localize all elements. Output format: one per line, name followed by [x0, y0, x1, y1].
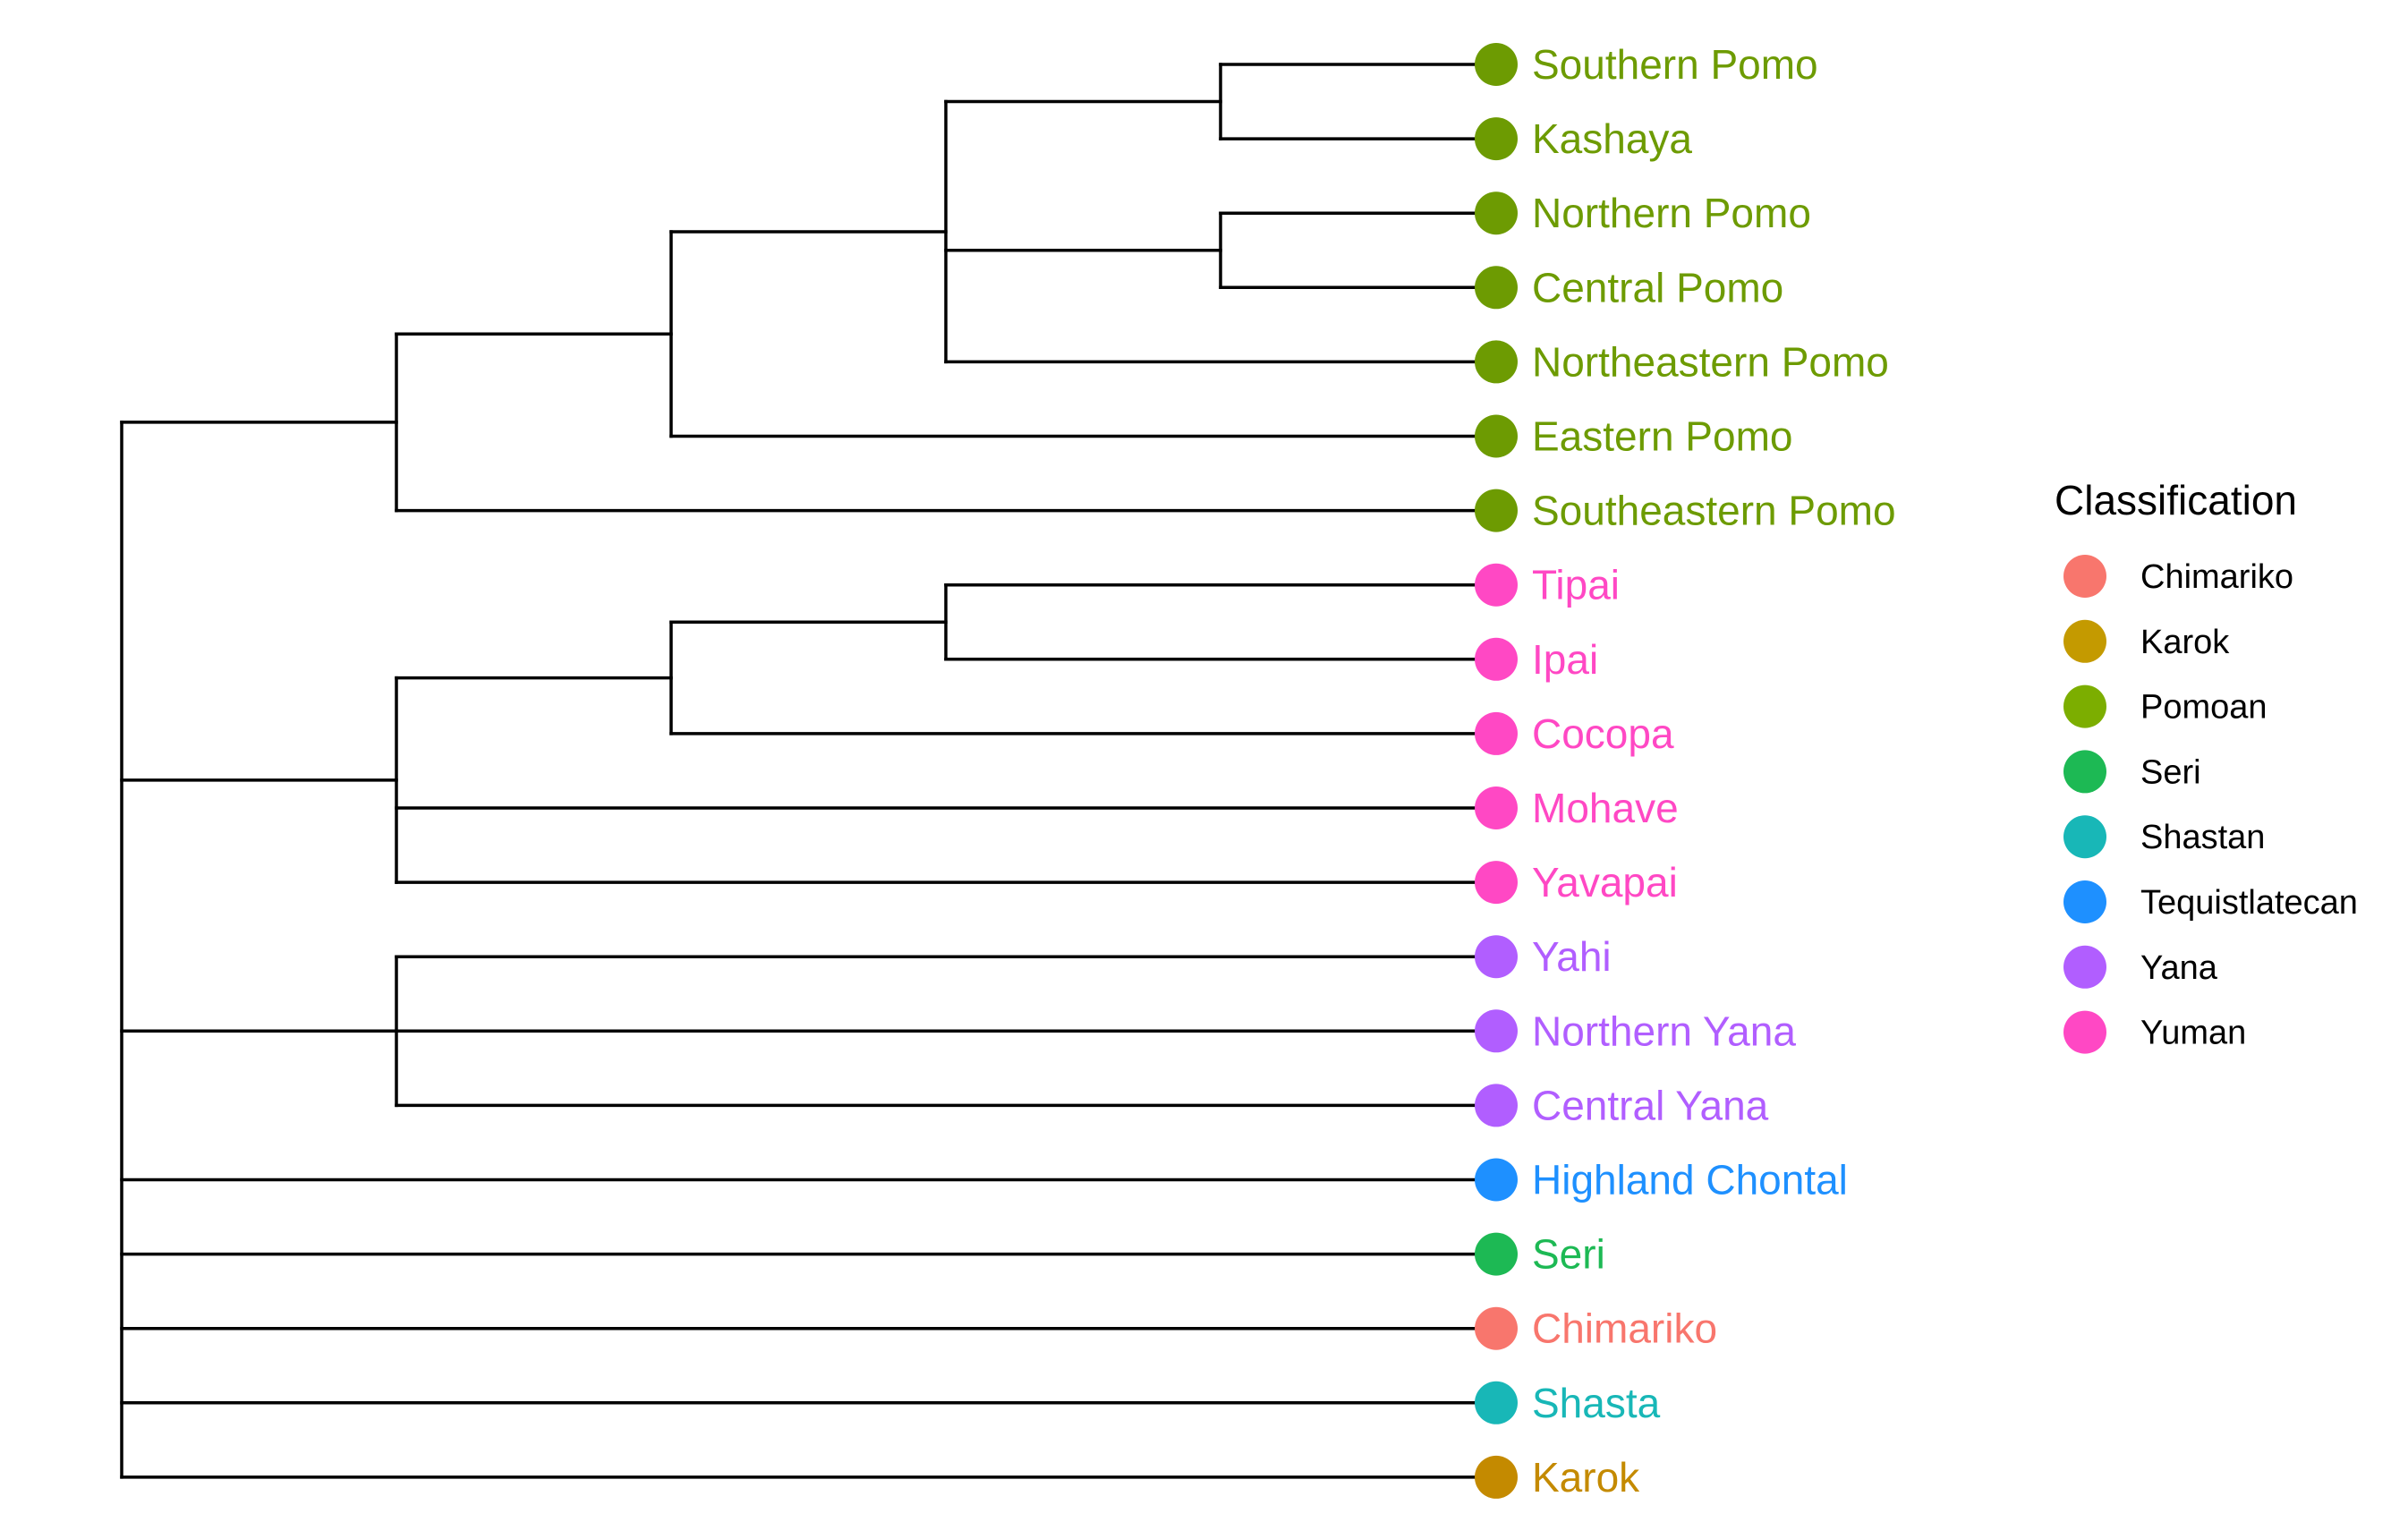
tip-point-yahi	[1475, 935, 1518, 979]
tip-point-highland-chontal	[1475, 1158, 1518, 1202]
tip-point-northern-pomo	[1475, 191, 1518, 235]
tip-point-karok	[1475, 1455, 1518, 1499]
legend-key-pomoan	[2063, 684, 2106, 728]
tip-label-ipai: Ipai	[1532, 636, 1598, 683]
legend-label-karok: Karok	[2140, 624, 2230, 661]
tip-point-central-pomo	[1475, 266, 1518, 310]
legend-key-yana	[2063, 945, 2106, 989]
tip-label-shasta: Shasta	[1532, 1380, 1661, 1426]
tip-label-cocopa: Cocopa	[1532, 710, 1674, 757]
legend-key-karok	[2063, 619, 2106, 663]
tip-point-ipai	[1475, 637, 1518, 681]
tip-label-northern-pomo: Northern Pomo	[1532, 190, 1811, 236]
tip-point-shasta	[1475, 1381, 1518, 1424]
tip-point-kashaya	[1475, 117, 1518, 161]
legend-key-chimariko	[2063, 555, 2106, 598]
legend-label-tequistlatecan: Tequistlatecan	[2140, 884, 2358, 922]
legend-title: Classification	[2055, 477, 2297, 523]
legend-key-seri	[2063, 750, 2106, 794]
legend: Classification ChimarikoKarokPomoanSeriS…	[2055, 477, 2358, 1054]
legend-label-yana: Yana	[2140, 949, 2218, 987]
tip-label-chimariko: Chimariko	[1532, 1305, 1717, 1352]
tip-label-central-yana: Central Yana	[1532, 1082, 1769, 1128]
tip-label-mohave: Mohave	[1532, 785, 1679, 831]
tip-point-northeastern-pomo	[1475, 340, 1518, 384]
tip-point-southeastern-pomo	[1475, 489, 1518, 532]
legend-label-chimariko: Chimariko	[2140, 558, 2293, 596]
tip-point-southern-pomo	[1475, 43, 1518, 86]
legend-label-seri: Seri	[2140, 753, 2201, 791]
tip-label-northeastern-pomo: Northeastern Pomo	[1532, 338, 1889, 385]
tip-label-kashaya: Kashaya	[1532, 115, 1692, 162]
tip-label-eastern-pomo: Eastern Pomo	[1532, 413, 1792, 460]
legend-label-pomoan: Pomoan	[2140, 689, 2268, 727]
tip-point-tipai	[1475, 563, 1518, 607]
tip-label-northern-yana: Northern Yana	[1532, 1008, 1796, 1054]
tip-label-yahi: Yahi	[1532, 933, 1612, 980]
tip-label-karok: Karok	[1532, 1454, 1640, 1501]
tip-point-seri	[1475, 1232, 1518, 1276]
tip-point-mohave	[1475, 787, 1518, 829]
legend-key-tequistlatecan	[2063, 880, 2106, 923]
tip-point-eastern-pomo	[1475, 414, 1518, 458]
tip-label-yavapai: Yavapai	[1532, 859, 1678, 906]
legend-label-shastan: Shastan	[2140, 819, 2265, 856]
tip-point-chimariko	[1475, 1306, 1518, 1350]
tip-label-tipai: Tipai	[1532, 562, 1620, 608]
legend-key-yuman	[2063, 1010, 2106, 1054]
tip-point-northern-yana	[1475, 1009, 1518, 1053]
legend-key-shastan	[2063, 815, 2106, 859]
tip-point-yavapai	[1475, 861, 1518, 905]
tree-branches	[120, 63, 1498, 1479]
tip-label-southern-pomo: Southern Pomo	[1532, 41, 1818, 88]
tip-label-seri: Seri	[1532, 1231, 1605, 1278]
tip-label-highland-chontal: Highland Chontal	[1532, 1157, 1848, 1203]
tip-point-cocopa	[1475, 711, 1518, 755]
tip-label-central-pomo: Central Pomo	[1532, 264, 1783, 310]
legend-label-yuman: Yuman	[2140, 1015, 2246, 1052]
tip-label-southeastern-pomo: Southeastern Pomo	[1532, 488, 1896, 534]
tip-point-central-yana	[1475, 1084, 1518, 1127]
